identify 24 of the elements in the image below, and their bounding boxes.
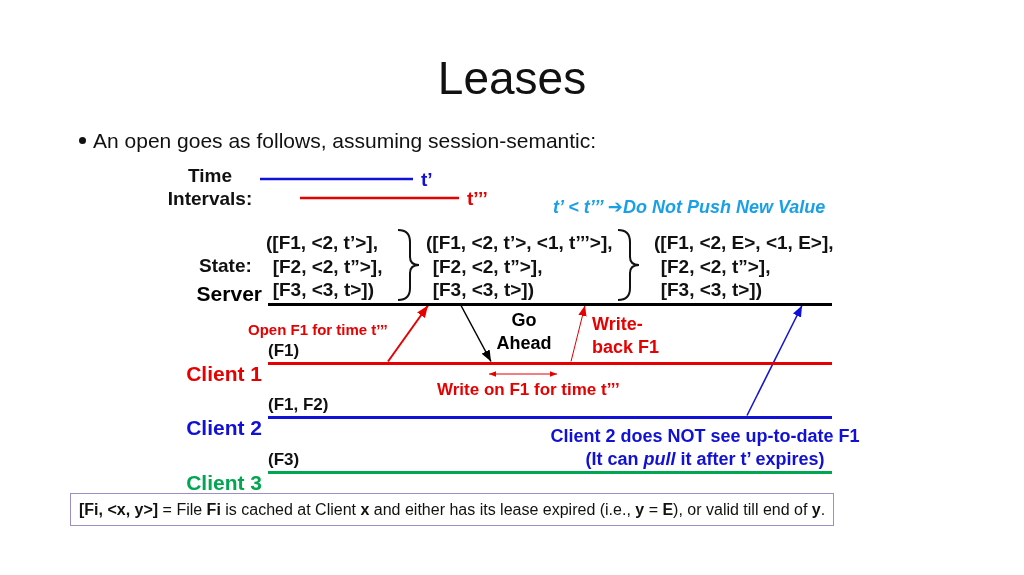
- conclusion-text: t’ < t’’’ ➔Do Not Push New Value: [553, 196, 826, 218]
- arrow: [570, 305, 587, 362]
- cached-files-label: (F3): [268, 450, 300, 469]
- interval-caption: Write on F1 for time t’’’: [437, 379, 620, 400]
- state-set: ([F1, <2, t’>], [F2, <2, t”>], [F3, <3, t>]): [266, 231, 383, 302]
- state-set: ([F1, <2, E>, <1, E>], [F2, <2, t”>], [F3, <3, t>]): [654, 231, 834, 302]
- note-text: Client 2 does NOT see up-to-date F1 (It can pull it after t’ expires): [550, 425, 860, 471]
- interval-label: t’’’: [467, 187, 488, 210]
- cached-files-label: (F1, F2): [268, 395, 329, 414]
- lifeline-label: Server: [196, 283, 262, 304]
- slide-title: Leases: [437, 52, 587, 104]
- arrow: [460, 304, 492, 363]
- lifeline-label: Client 2: [186, 417, 262, 438]
- arrow: [387, 304, 429, 363]
- lifeline-label: Client 1: [186, 363, 262, 384]
- lifeline-label: Client 3: [186, 472, 262, 493]
- note-box: [Fi, <x, y>] = File Fi is cached at Client x and either has its lease expired (i.e., y = E), or valid till end of y.: [70, 493, 835, 526]
- state-set: ([F1, <2, t’>, <1, t’’’>], [F2, <2, t”>], [F3, <3, t>]): [426, 231, 613, 302]
- state-label: State:: [199, 254, 252, 277]
- interval-label: t’: [421, 168, 433, 191]
- time-intervals-label: Time Intervals:: [167, 164, 253, 210]
- arrow: [746, 304, 803, 417]
- cached-files-label: (F1): [268, 341, 300, 360]
- bullet-text: An open goes as follows, assuming session-semantic:: [93, 128, 597, 153]
